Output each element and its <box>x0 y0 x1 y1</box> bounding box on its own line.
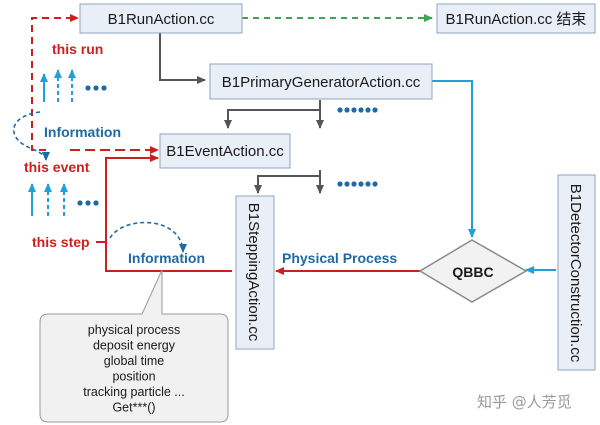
stepping-action-box: B1SteppingAction.cc <box>235 195 275 350</box>
this-step-label: this step <box>32 234 90 250</box>
event-iteration-arrows <box>28 183 99 216</box>
info-top-curve-arrow <box>12 111 50 161</box>
run-action-label: B1RunAction.cc <box>108 11 215 28</box>
generator-to-event-arrow <box>224 100 321 129</box>
callout-line: deposit energy <box>93 339 176 353</box>
information-callout <box>39 269 229 423</box>
information-bottom-label: Information <box>128 250 205 266</box>
generator-to-qbbc-arrow <box>432 80 476 238</box>
callout-line: position <box>112 370 155 384</box>
qbbc-diamond: QBBC <box>418 239 528 303</box>
stepping-action-label: B1SteppingAction.cc <box>245 203 262 342</box>
run-to-generator-arrow <box>159 32 206 84</box>
information-top-label: Information <box>44 124 121 140</box>
run-action-end-box: B1RunAction.cc 结束 <box>436 3 596 34</box>
detector-construction-label: B1DetectorConstruction.cc <box>567 184 584 363</box>
callout-line: global time <box>104 354 164 368</box>
primary-generator-label: B1PrimaryGeneratorAction.cc <box>222 74 421 91</box>
primary-generator-box: B1PrimaryGeneratorAction.cc <box>209 63 433 100</box>
step-loop-arrow <box>105 154 232 272</box>
detector-construction-box: B1DetectorConstruction.cc <box>557 174 596 371</box>
run-iteration-arrows <box>40 69 107 102</box>
run-action-box: B1RunAction.cc <box>79 3 243 34</box>
this-run-label: this run <box>52 41 103 57</box>
event-continuation-dots <box>337 181 378 187</box>
physical-process-label: Physical Process <box>282 250 397 266</box>
this-event-label: this event <box>24 159 90 175</box>
callout-line: Get***() <box>112 401 155 415</box>
generator-continuation-dots <box>337 107 378 113</box>
event-to-stepping-arrow <box>254 170 321 194</box>
run-action-end-label: B1RunAction.cc 结束 <box>446 11 587 28</box>
callout-line: physical process <box>88 323 180 337</box>
info-bottom-curve-arrow <box>109 221 187 253</box>
callout-line: tracking particle ... <box>83 385 184 399</box>
qbbc-label: QBBC <box>452 264 493 280</box>
watermark-text: 知乎 @人芳觅 <box>477 393 572 411</box>
event-action-box: B1EventAction.cc <box>159 133 291 169</box>
event-action-label: B1EventAction.cc <box>166 143 284 160</box>
run-loop-arrow <box>31 14 79 151</box>
